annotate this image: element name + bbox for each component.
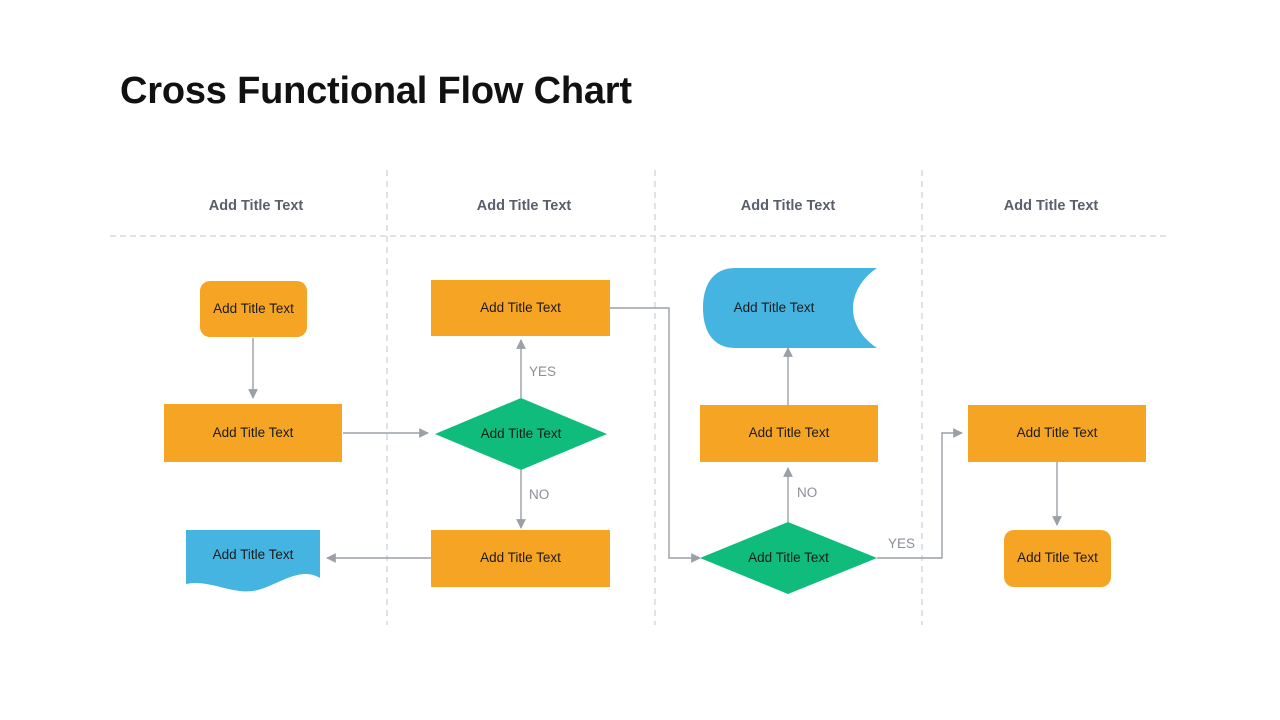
lane-header-3: Add Title Text bbox=[740, 198, 836, 214]
lane-header-4: Add Title Text bbox=[1003, 198, 1099, 214]
node-n4-shape[interactable] bbox=[431, 280, 610, 336]
node-n9-shape[interactable] bbox=[700, 522, 877, 594]
node-n2-shape[interactable] bbox=[164, 404, 342, 462]
connector-n9-yes-n10 bbox=[877, 428, 963, 559]
lane-header-1: Add Title Text bbox=[208, 198, 304, 214]
node-n8-shape[interactable] bbox=[700, 405, 878, 462]
connectors bbox=[248, 307, 1062, 563]
node-n3-shape[interactable] bbox=[186, 530, 320, 592]
node-n10-shape[interactable] bbox=[968, 405, 1146, 462]
node-n1-shape[interactable] bbox=[200, 281, 307, 337]
edge-label-yes-1: YES bbox=[529, 364, 557, 379]
node-n7-shape[interactable] bbox=[703, 268, 877, 348]
node-n6-shape[interactable] bbox=[431, 530, 610, 587]
edge-label-yes-2: YES bbox=[888, 536, 916, 551]
edge-label-no-2: NO bbox=[797, 485, 818, 500]
lane-header-2: Add Title Text bbox=[476, 198, 572, 214]
connector-n4-n9 bbox=[610, 307, 701, 563]
swimlane-guides bbox=[110, 170, 1170, 625]
page-title: Cross Functional Flow Chart bbox=[120, 70, 632, 112]
node-n5-shape[interactable] bbox=[435, 398, 607, 470]
edge-label-no-1: NO bbox=[529, 487, 550, 502]
node-n11-shape[interactable] bbox=[1004, 530, 1111, 587]
